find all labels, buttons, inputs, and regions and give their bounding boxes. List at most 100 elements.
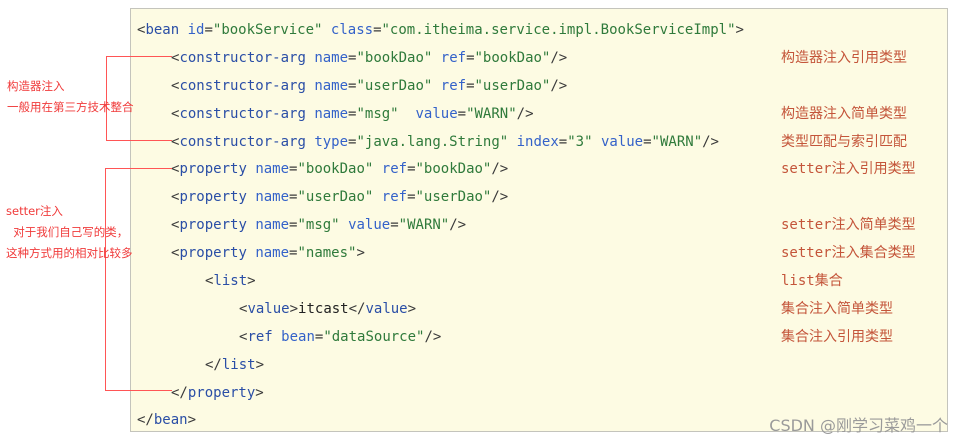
code-token-val: "bookService": [212, 22, 323, 38]
code-token-tag: constructor-arg: [179, 77, 306, 94]
code-token-tag: constructor-arg: [179, 49, 306, 66]
code-token-p: />: [702, 133, 719, 150]
code-token-attr: class: [330, 22, 374, 38]
code-token-p: />: [550, 49, 568, 66]
code-token-p: </: [205, 356, 222, 373]
code-token-val: "WARN": [651, 133, 703, 150]
code-token-tag: ref: [247, 328, 273, 345]
code-token-tag: value: [365, 300, 408, 317]
code-token-tag: property: [179, 189, 247, 206]
code-token-val: "names": [297, 245, 357, 262]
code-token-tag: value: [247, 300, 290, 317]
code-token-val: "bookDao": [356, 49, 433, 66]
code-token-val: "userDao": [356, 77, 433, 94]
code-token-text: itcast: [298, 300, 349, 317]
code-token-p: <: [171, 77, 180, 94]
code-token-val: "WARN": [466, 105, 517, 122]
code-token-val: "userDao": [415, 189, 492, 206]
code-token-attr: name: [255, 189, 290, 206]
setter-bracket-top: [105, 168, 172, 169]
code-token-p: [432, 50, 440, 66]
code-token-p: />: [424, 328, 442, 345]
code-line: <value>itcast</value>集合注入简单类型: [137, 296, 893, 324]
code-token-p: />: [550, 77, 568, 94]
line-note: setter注入引用类型: [781, 161, 916, 178]
code-token-attr: value: [348, 217, 391, 234]
code-line: </property>: [137, 380, 744, 408]
line-note: 类型匹配与索引匹配: [781, 133, 907, 150]
code-token-p: >: [289, 300, 299, 317]
code-line: <property name="names">setter注入集合类型: [137, 240, 916, 268]
code-token-attr: type: [314, 133, 349, 150]
code-token-attr: name: [314, 49, 349, 66]
code-token-attr: name: [255, 217, 290, 234]
code-token-p: =: [289, 161, 298, 178]
code-token-val: "dataSource": [323, 328, 425, 345]
code-token-attr: name: [255, 245, 290, 262]
code-token-attr: ref: [440, 77, 467, 94]
code-line: <constructor-arg type="java.lang.String"…: [137, 129, 907, 157]
code-token-tag: bean: [153, 412, 188, 429]
code-token-p: =: [348, 105, 357, 122]
code-token-p: =: [289, 217, 298, 234]
code-line: <constructor-arg name="bookDao" ref="boo…: [137, 45, 907, 73]
code-token-p: [273, 329, 281, 345]
code-token-val: "java.lang.String": [356, 133, 509, 150]
code-token-p: =: [643, 133, 652, 150]
code-token-p: </: [137, 412, 154, 429]
code-line: </list>: [137, 352, 744, 380]
code-token-tag: property: [179, 217, 247, 234]
code-token-p: =: [289, 245, 298, 262]
line-note: 构造器注入简单类型: [781, 105, 907, 122]
code-token-attr: ref: [440, 49, 467, 66]
code-token-p: >: [255, 384, 264, 401]
xml-code-block: <bean id="bookService" class="com.itheim…: [137, 17, 916, 435]
code-token-attr: name: [314, 77, 349, 94]
code-token-p: <: [239, 300, 248, 317]
code-token-p: =: [407, 189, 416, 206]
code-token-p: [179, 22, 187, 38]
code-line: </bean>: [137, 407, 744, 435]
code-token-p: />: [516, 105, 534, 122]
code-token-tag: list: [213, 273, 248, 290]
code-token-tag: property: [179, 161, 247, 178]
code-token-p: [399, 106, 416, 122]
code-token-attr: bean: [281, 328, 315, 345]
code-line: <property name="userDao" ref="userDao"/>: [137, 184, 744, 212]
code-token-tag: constructor-arg: [179, 133, 306, 150]
code-token-p: [373, 189, 381, 205]
code-token-p: =: [558, 133, 568, 150]
code-token-p: >: [187, 412, 197, 429]
code-line: <property name="msg" value="WARN"/>sette…: [137, 212, 916, 240]
code-token-p: <: [171, 105, 180, 122]
line-note: list集合: [781, 273, 843, 290]
code-token-val: "bookDao": [415, 161, 492, 178]
setter-annotation-desc-2: 这种方式用的相对比较多: [6, 246, 133, 260]
code-token-attr: value: [600, 133, 644, 150]
constructor-bracket-bottom: [106, 140, 172, 141]
setter-bracket-bottom: [105, 390, 172, 391]
code-token-p: =: [466, 77, 475, 94]
code-token-p: =: [390, 217, 399, 234]
code-token-p: >: [247, 273, 256, 290]
code-token-tag: constructor-arg: [179, 105, 306, 122]
code-token-p: [373, 161, 381, 177]
line-note: setter注入简单类型: [781, 217, 916, 234]
code-token-p: [432, 78, 440, 94]
line-note: setter注入集合类型: [781, 245, 916, 262]
code-token-p: [322, 22, 330, 38]
code-token-attr: ref: [381, 189, 408, 206]
constructor-annotation-desc: 一般用在第三方技术整合: [7, 100, 134, 114]
constructor-annotation-title: 构造器注入: [7, 79, 65, 93]
code-token-p: =: [348, 49, 357, 66]
code-token-p: =: [289, 189, 298, 206]
setter-annotation-desc-1: 对于我们自己写的类，: [6, 225, 129, 239]
code-token-tag: property: [187, 384, 256, 401]
code-token-val: "userDao": [297, 189, 374, 206]
watermark: CSDN @刚学习菜鸡一个: [769, 416, 948, 435]
code-line: <constructor-arg name="msg" value="WARN"…: [137, 101, 907, 129]
code-token-attr: index: [516, 133, 559, 150]
code-token-attr: name: [314, 105, 349, 122]
line-note: 集合注入引用类型: [781, 328, 893, 345]
code-token-val: "msg": [356, 105, 399, 122]
